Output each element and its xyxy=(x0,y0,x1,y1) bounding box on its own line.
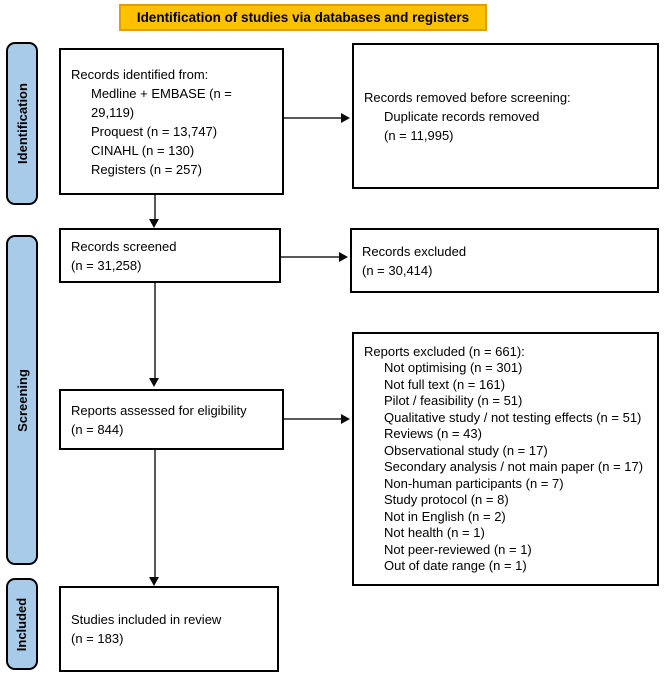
box-text-line: Medline + EMBASE (n = xyxy=(91,85,232,101)
box-records-identified: Records identified from: Medline + EMBASE… xyxy=(59,48,284,195)
box-text-line: (n = 183) xyxy=(71,631,124,646)
arrowhead-down-icon xyxy=(149,577,159,586)
box-text-line: Out of date range (n = 1) xyxy=(384,558,527,573)
stage-tab-identification: Identification xyxy=(6,42,38,205)
box-text-line: Proquest (n = 13,747) xyxy=(91,123,218,139)
box-records-screened: Records screened (n = 31,258) xyxy=(59,228,281,283)
box-text-line: (n = 31,258) xyxy=(71,257,142,273)
stage-tab-included: Included xyxy=(6,578,38,670)
box-text-line: Not full text (n = 161) xyxy=(384,376,506,392)
box-records-excluded: Records excluded (n = 30,414) xyxy=(350,228,659,293)
box-text-line: Pilot / feasibility (n = 51) xyxy=(384,393,523,408)
box-text-line: Reviews (n = 43) xyxy=(384,426,482,441)
banner-databases-registers: Identification of studies via databases … xyxy=(119,4,487,31)
box-text-line: Duplicate records removed xyxy=(384,108,540,124)
box-text-line: Records removed before screening: xyxy=(364,89,571,105)
box-text-line: Records excluded xyxy=(362,243,467,259)
banner-label: Identification of studies via databases … xyxy=(136,10,470,25)
box-text-line: Qualitative study / not testing effects … xyxy=(384,409,642,425)
box-text-line: Records screened xyxy=(71,238,177,254)
arrow-screened-to-assessed xyxy=(154,283,156,378)
arrowhead-down-icon xyxy=(149,378,159,387)
box-text-line: Not optimising (n = 301) xyxy=(384,360,523,375)
box-text-line: Records identified from: xyxy=(71,66,209,82)
box-text-line: CINAHL (n = 130) xyxy=(91,142,195,158)
stage-tab-screening: Screening xyxy=(6,235,38,565)
box-text-line: Non-human participants (n = 7) xyxy=(384,475,564,491)
arrowhead-down-icon xyxy=(149,219,159,228)
box-text-line: Reports excluded (n = 661): xyxy=(364,343,525,359)
box-text-line: (n = 844) xyxy=(71,421,124,437)
arrow-identified-to-removed xyxy=(284,117,341,119)
arrowhead-right-icon xyxy=(339,251,348,262)
stage-label: Screening xyxy=(14,368,30,432)
box-text-line: Study protocol (n = 8) xyxy=(384,492,509,507)
stage-label: Included xyxy=(14,597,30,651)
arrow-identified-to-screened xyxy=(154,195,156,219)
box-text-line: Not health (n = 1) xyxy=(384,525,485,540)
arrow-screened-to-excluded xyxy=(281,256,339,258)
box-text-line: 29,119) xyxy=(91,104,135,120)
box-reports-assessed: Reports assessed for eligibility (n = 844… xyxy=(59,389,284,450)
arrowhead-right-icon xyxy=(341,112,350,123)
arrow-assessed-to-included xyxy=(154,450,156,577)
box-records-removed: Records removed before screening: Duplica… xyxy=(352,43,659,189)
box-text-line: (n = 11,995) xyxy=(384,127,454,143)
box-studies-included: Studies included in review (n = 183) xyxy=(59,586,279,672)
box-text-line: Registers (n = 257) xyxy=(91,161,202,177)
box-text-line: Secondary analysis / not main paper (n =… xyxy=(384,459,644,474)
arrow-assessed-to-reports-excluded xyxy=(284,418,341,420)
box-text-line: Not peer-reviewed (n = 1) xyxy=(384,541,532,557)
stage-label: Identification xyxy=(14,83,30,164)
box-text-line: Observational study (n = 17) xyxy=(384,442,548,458)
box-text-line: Studies included in review xyxy=(71,612,222,627)
box-text-line: Reports assessed for eligibility xyxy=(71,402,247,418)
box-reports-excluded: Reports excluded (n = 661):Not optimisin… xyxy=(352,332,659,586)
box-text-line: (n = 30,414) xyxy=(362,262,433,278)
box-text-line: Not in English (n = 2) xyxy=(384,508,506,524)
arrowhead-right-icon xyxy=(341,413,350,424)
